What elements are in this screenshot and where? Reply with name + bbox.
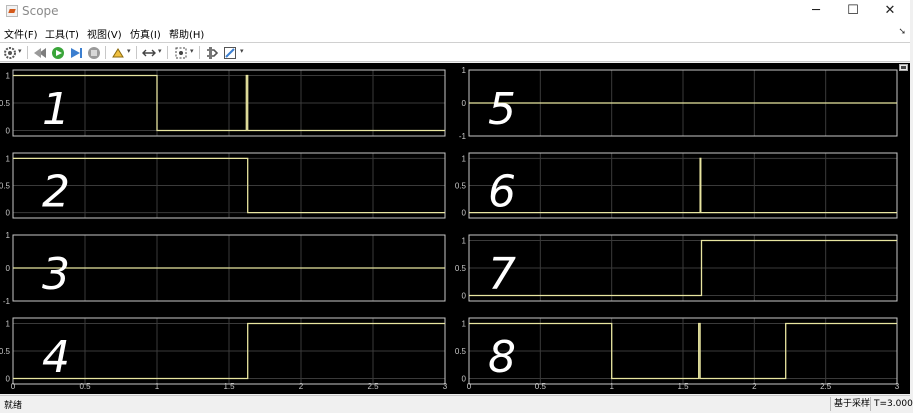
maximize-button[interactable]: ☐: [847, 3, 859, 18]
scope-3-ytick-label: -1: [3, 297, 11, 306]
scope-4-xtick-label: 2: [299, 382, 304, 391]
scope-8-axes-box: [468, 317, 898, 385]
scope-8-xtick-label: 2: [752, 382, 757, 391]
scope-8-ytick-label: 0: [462, 375, 467, 384]
scope-7-ytick-label: 0.5: [455, 264, 467, 273]
scope-6-signal-trace: [469, 157, 897, 214]
scope-6-ytick-label: 0.5: [455, 182, 467, 191]
scope-2-ytick-label: 1: [6, 154, 11, 163]
cursor-dropdown-icon[interactable]: ▾: [158, 47, 162, 55]
run-icon[interactable]: [51, 45, 65, 59]
scope-8-xtick-label: 0.5: [535, 382, 547, 391]
zoom-dropdown-icon[interactable]: ▾: [190, 47, 194, 55]
toolbar-separator: [27, 46, 28, 59]
stop-icon[interactable]: [87, 45, 101, 59]
window-title: Scope: [22, 4, 59, 18]
menu-file[interactable]: 文件(F): [4, 30, 38, 41]
menu-help[interactable]: 帮助(H): [169, 30, 205, 41]
style-dropdown-icon[interactable]: ▾: [240, 47, 244, 55]
toolbar: ▾ ▾ ▾ ▾ ▾: [0, 42, 910, 62]
scope-7-ytick-label: 0: [462, 292, 467, 301]
matlab-scope-icon: [6, 5, 18, 17]
menu-view[interactable]: 视图(V): [87, 30, 122, 41]
handwritten-label-8: 8: [488, 332, 516, 383]
scope-8-ytick-label: 0.5: [455, 347, 467, 356]
scope-7-signal-trace: [469, 239, 897, 297]
scope-8-xtick-label: 1.5: [677, 382, 689, 391]
handwritten-label-6: 6: [488, 166, 516, 217]
scope-plot-area[interactable]: [0, 63, 910, 394]
cursor-measure-icon[interactable]: [142, 45, 156, 59]
scope-2-ytick-label: 0.5: [0, 182, 11, 191]
scope-5-ytick-label: -1: [459, 132, 467, 141]
scope-4-xtick-label: 2.5: [367, 382, 379, 391]
scope-2-ytick-label: 0: [6, 209, 11, 218]
settings-icon[interactable]: [3, 45, 17, 59]
handwritten-label-3: 3: [42, 249, 70, 300]
style-icon[interactable]: [223, 45, 237, 59]
scope-4-xtick-label: 1: [155, 382, 160, 391]
scope-1-ytick-label: 0.5: [0, 99, 11, 108]
handwritten-label-7: 7: [488, 249, 516, 300]
scope-8-xtick-label: 0: [467, 382, 472, 391]
minimize-button[interactable]: ─: [812, 3, 820, 18]
toolbar-separator: [136, 46, 137, 59]
scope-4-xtick-label: 1.5: [223, 382, 235, 391]
scope-4-xtick-label: 0: [11, 382, 16, 391]
scope-4-xtick-label: 0.5: [79, 382, 91, 391]
undock-icon[interactable]: [899, 64, 908, 71]
signal-select-icon[interactable]: [205, 45, 219, 59]
dock-arrow-icon[interactable]: ➘: [898, 27, 906, 37]
scope-1-signal-trace: [13, 74, 445, 132]
handwritten-label-2: 2: [42, 166, 70, 217]
scope-2-axes-box: [12, 152, 446, 219]
highlight-dropdown-icon[interactable]: ▾: [127, 47, 131, 55]
settings-dropdown-icon[interactable]: ▾: [18, 47, 22, 55]
scope-6-ytick-label: 0: [462, 209, 467, 218]
scope-1-ytick-label: 0: [6, 127, 11, 136]
highlight-icon[interactable]: [111, 45, 125, 59]
status-ready: 就绪: [4, 401, 23, 411]
handwritten-label-1: 1: [42, 84, 70, 135]
scope-4-ytick-label: 1: [6, 320, 11, 329]
toolbar-separator: [199, 46, 200, 59]
scope-4-ytick-label: 0: [6, 375, 11, 384]
scope-6-ytick-label: 1: [462, 154, 467, 163]
scope-4-xtick-label: 3: [443, 382, 448, 391]
close-button[interactable]: ✕: [884, 3, 896, 18]
scope-8-xtick-label: 3: [895, 382, 900, 391]
scope-8-xtick-label: 2.5: [820, 382, 832, 391]
scope-1-axes-box: [12, 69, 446, 137]
scope-1-ytick-label: 1: [6, 72, 11, 81]
scope-2-signal-trace: [13, 157, 445, 214]
sample-mode: 基于采样: [830, 397, 870, 411]
scope-4-signal-trace: [13, 322, 445, 380]
scope-7-axes-box: [468, 234, 898, 302]
menu-simulation[interactable]: 仿真(I): [130, 30, 161, 41]
scope-3-ytick-label: 1: [6, 231, 11, 240]
step-forward-icon[interactable]: [69, 45, 83, 59]
scope-3-ytick-label: 0: [6, 264, 11, 273]
toolbar-separator: [105, 46, 106, 59]
scope-7-ytick-label: 1: [462, 237, 467, 246]
menu-tools[interactable]: 工具(T): [45, 30, 79, 41]
scope-5-ytick-label: 1: [462, 66, 467, 75]
title-bar: Scope ─ ☐ ✕: [0, 0, 910, 24]
handwritten-label-4: 4: [42, 332, 70, 383]
status-bar: 就绪 基于采样 T=3.000: [0, 395, 913, 413]
toolbar-separator: [167, 46, 168, 59]
scope-4-axes-box: [12, 317, 446, 385]
scope-5-ytick-label: 0: [462, 99, 467, 108]
menu-bar: 文件(F) 工具(T) 视图(V) 仿真(I) 帮助(H) ➘: [0, 24, 910, 42]
scope-6-axes-box: [468, 152, 898, 219]
scope-8-ytick-label: 1: [462, 320, 467, 329]
scope-4-ytick-label: 0.5: [0, 347, 11, 356]
restore-simulation-icon[interactable]: [33, 45, 47, 59]
sim-time: T=3.000: [870, 397, 913, 411]
handwritten-label-5: 5: [488, 84, 516, 135]
scope-8-xtick-label: 1: [609, 382, 614, 391]
zoom-icon[interactable]: [174, 45, 188, 59]
scope-8-signal-trace: [469, 322, 897, 380]
